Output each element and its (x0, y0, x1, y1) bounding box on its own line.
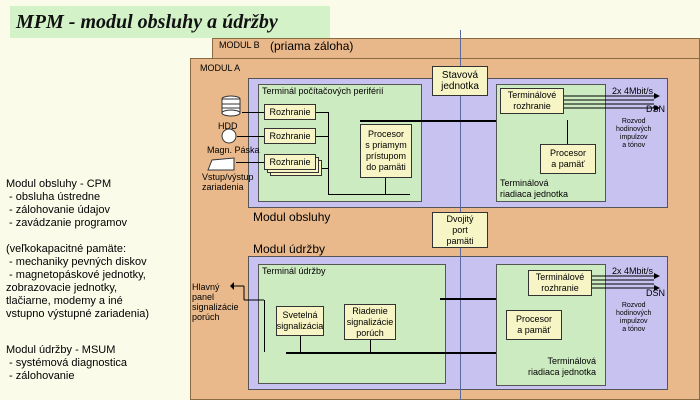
rozhranie-2-link (316, 136, 328, 137)
memory-description: (veľkokapacitné pamäte: - mechaniky pevn… (6, 243, 150, 320)
rozvod-bottom-label: Rozvod hodinových impulzov a tónov (616, 302, 652, 333)
terminal-periferii-label: Terminál počítačových periférií (262, 86, 384, 96)
module-udrzby-description: Modul údržby - MSUM - systémová diagnost… (6, 344, 128, 382)
terminalove-rozhranie-top-box: Terminálové rozhranie (500, 88, 564, 114)
rozvod-top-label: Rozvod hodinových impulzov a tónov (616, 118, 652, 149)
io-label: Vstup/výstup zariadenia (202, 172, 254, 192)
svetelna-link (300, 336, 301, 352)
modul-udrzby-label: Modul údržby (253, 242, 326, 256)
periferii-bus-vertical (328, 112, 329, 194)
dsn-top-label: DSN (646, 104, 666, 114)
periferii-bus-horizontal (328, 194, 410, 195)
hlavny-panel-vertical-link (264, 300, 265, 352)
rozhranie-box-1: Rozhranie (264, 104, 316, 120)
svetelna-signalizacia-box: Svetelná signalizácia (276, 306, 324, 336)
hlavny-panel-label: Hlavný panel signalizácie porúch (192, 282, 239, 322)
terminal-udrzby-label: Terminál údržby (262, 266, 326, 276)
speed-top-label: 2x 4Mbit/s (612, 86, 654, 96)
procesor-priamy-link (385, 178, 386, 194)
dsn-top-arrows-icon (564, 93, 660, 111)
terminal-riadiaca-bottom-label: Terminálová riadiaca jednotka (528, 356, 597, 377)
riadenie-signalizacie-box: Riadenie signalizácie porúch (344, 304, 396, 340)
tape-connector (237, 136, 264, 137)
top-main-bus (360, 120, 560, 122)
hlavny-panel-connector-icon (230, 282, 264, 301)
dsn-bottom-label: DSN (646, 288, 666, 298)
procesor-pamat-top-box: Procesor a pamäť (540, 144, 596, 174)
page-title: MPM - modul obsluhy a údržby (10, 6, 330, 38)
bottom-main-bus (286, 352, 586, 354)
rozhranie-3-link (322, 168, 328, 169)
speed-bottom-label: 2x 4Mbit/s (612, 266, 654, 276)
module-obsluhy-description: Modul obsluhy - CPM - obsluha ústredne -… (6, 178, 128, 229)
dsn-bottom-arrows-icon (592, 273, 660, 291)
rozhranie-1-link (316, 112, 328, 113)
module-a-label: MODUL A (200, 63, 241, 73)
procesor-top-link (567, 120, 568, 144)
hdd-icon (221, 95, 241, 117)
module-b-label: MODUL B (219, 40, 260, 50)
terminal-riadiaca-top-label: Terminálová riadiaca jednotka (500, 178, 569, 199)
riadenie-link (370, 340, 371, 352)
tape-label: Magn. Páska (207, 145, 260, 155)
io-connector (236, 162, 264, 163)
io-device-icon (207, 157, 235, 171)
hdd-label: HDD (218, 121, 238, 131)
rozhranie-box-3: Rozhranie (264, 154, 316, 170)
hdd-connector (242, 112, 264, 113)
procesor-priamy-box: Procesor s priamym prístupom do pamäti (360, 124, 412, 178)
rozhranie-box-2: Rozhranie (264, 128, 316, 144)
terminalove-rozhranie-bottom-box: Terminálové rozhranie (528, 270, 592, 296)
modul-obsluhy-label: Modul obsluhy (253, 210, 331, 224)
procesor-pamat-bottom-box: Procesor a pamäť (506, 310, 562, 340)
dvojity-port-box: Dvojitý port pamäti (432, 212, 488, 248)
stavova-jednotka-box: Stavová jednotka (432, 66, 488, 96)
module-b-note: (priama záloha) (270, 39, 354, 53)
tape-icon (221, 128, 237, 144)
